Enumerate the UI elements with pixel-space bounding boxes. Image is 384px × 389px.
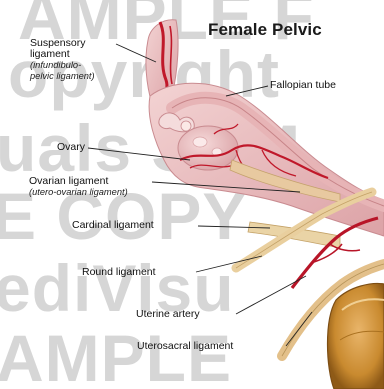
label-fallopian-tube: Fallopian tube [270, 80, 336, 91]
label-cardinal-ligament: Cardinal ligament [72, 220, 154, 231]
pointer-fallopian [226, 86, 268, 96]
pointer-uterosacral [286, 312, 312, 346]
label-uterosacral-ligament: Uterosacral ligament [137, 341, 233, 352]
pointer-uterine-artery [236, 276, 306, 314]
label-suspensory-sub2: pelvic ligament) [30, 71, 95, 82]
label-ovarian-ligament: Ovarian ligament (utero-ovarian ligament… [29, 176, 128, 198]
label-ovary: Ovary [57, 142, 85, 153]
label-suspensory-sub1: (infundibulo- [30, 60, 95, 71]
ovary-shape [178, 126, 238, 170]
suspensory-vessel-branch [170, 26, 172, 84]
diagram-title: Female Pelvic [208, 20, 322, 40]
label-ovarian-line1: Ovarian ligament [29, 176, 128, 187]
label-ovarian-sub: (utero-ovarian ligament) [29, 187, 128, 198]
label-suspensory-line2: ligament [30, 49, 95, 60]
label-uterine-artery: Uterine artery [136, 309, 200, 320]
label-suspensory-ligament: Suspensory ligament (infundibulo- pelvic… [30, 38, 95, 82]
pointer-round [196, 256, 262, 272]
label-round-ligament: Round ligament [82, 267, 156, 278]
